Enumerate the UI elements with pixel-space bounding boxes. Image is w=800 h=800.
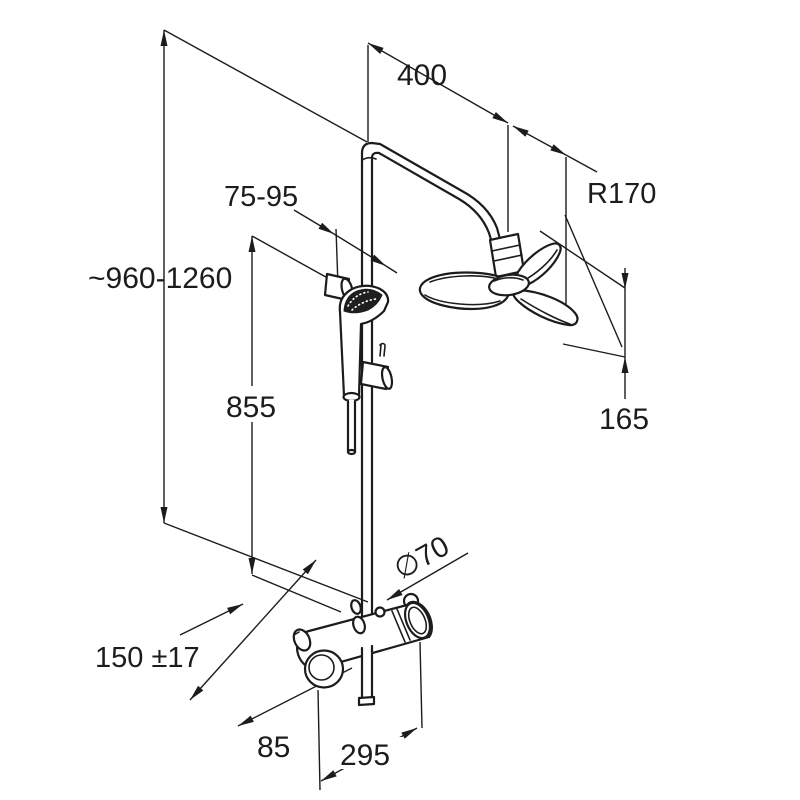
spray-dots-row (351, 298, 377, 311)
dimension-label-valve-diameter: ∅70 (389, 530, 455, 586)
hand-shower-spray-face (343, 288, 383, 314)
dimension-lines-over (333, 233, 469, 601)
hand-shower-handle-cap (342, 391, 361, 403)
bracket-body (359, 360, 390, 391)
side-knob-stub (293, 631, 300, 636)
mixer-handle-face (308, 654, 335, 681)
thermostatic-mixer (292, 592, 433, 707)
shower-head-blade-lower-right (512, 288, 579, 327)
hand-shower (338, 284, 390, 456)
hose-end (346, 448, 357, 456)
spray-dots-row (347, 291, 369, 307)
riser-pipe (360, 151, 374, 642)
elbow-seam (361, 156, 377, 161)
dimension-arm-radius (512, 125, 623, 348)
rail-bracket (359, 342, 394, 391)
dimension-line (293, 209, 335, 235)
dimension-label-rail-height: 855 (226, 391, 276, 424)
dimension-label-valve-width: 295 (340, 739, 390, 772)
dimension-line (367, 42, 509, 124)
extension-line (163, 522, 369, 603)
blade-lower-right-thickness (520, 298, 571, 325)
connector-ring (491, 244, 521, 252)
dimension-label-arm-projection: 400 (397, 59, 447, 92)
dimension-label-overall-height: ~960-1260 (88, 262, 232, 295)
label-background (333, 737, 403, 769)
leader-valve-diameter (386, 552, 469, 601)
dimension-stub (385, 265, 398, 274)
bracket-end-cap (380, 366, 394, 390)
extension-line (317, 689, 321, 791)
dimension-overall-height (160, 29, 369, 603)
connector-ring (493, 254, 523, 262)
hub-detail (493, 276, 524, 282)
mixer-end-cap (403, 601, 432, 640)
dimension-label-connection-spacing: 150 ±17 (95, 642, 200, 674)
diverter-knob (350, 599, 362, 615)
extension-line (539, 230, 626, 289)
dimension-line (189, 559, 317, 701)
mixer-end-cap-rim (407, 606, 428, 635)
shower-head-blade-left (418, 271, 511, 311)
dimension-label-arm-radius: R170 (587, 178, 656, 210)
extension-line (251, 574, 342, 613)
outlet-cap (357, 695, 376, 707)
dimension-arm-projection (367, 42, 509, 232)
diverter-knob (352, 615, 366, 635)
dimension-head-drop (539, 230, 629, 399)
mixer-ring (396, 608, 411, 641)
arm-inner-edge (370, 151, 495, 248)
dimension-label-outlet-offset: 85 (257, 731, 290, 764)
diverter-button (374, 606, 386, 618)
extension-line (251, 235, 334, 282)
dimension-label-holder-offset: 75-95 (224, 181, 298, 213)
blade-left-thickness (424, 294, 501, 306)
shower-unit (292, 141, 579, 707)
dimension-line-holder-offset-2 (333, 233, 387, 267)
dimension-line (512, 125, 567, 156)
arm-outer-edge (360, 141, 503, 245)
extension-line (564, 214, 623, 348)
dimension-connection-spacing (179, 559, 317, 701)
dimension-label-head-drop: 165 (599, 403, 649, 436)
extension-line (419, 641, 423, 729)
extension-line (163, 29, 368, 143)
label-background (220, 386, 282, 422)
hand-shower-hose (346, 399, 357, 456)
mixer-side-knob (292, 628, 312, 652)
diverter (350, 599, 386, 635)
arm-connector (488, 232, 526, 279)
shower-arm (360, 141, 503, 248)
bracket-pin (379, 342, 386, 357)
overhead-shower-head (418, 232, 579, 327)
dimension-line (179, 603, 244, 636)
mixer-ring (391, 610, 406, 643)
extension-line (562, 343, 626, 358)
hose-outlet (357, 644, 376, 707)
dimension-line (565, 154, 598, 173)
blade-left-top-line (429, 275, 499, 283)
